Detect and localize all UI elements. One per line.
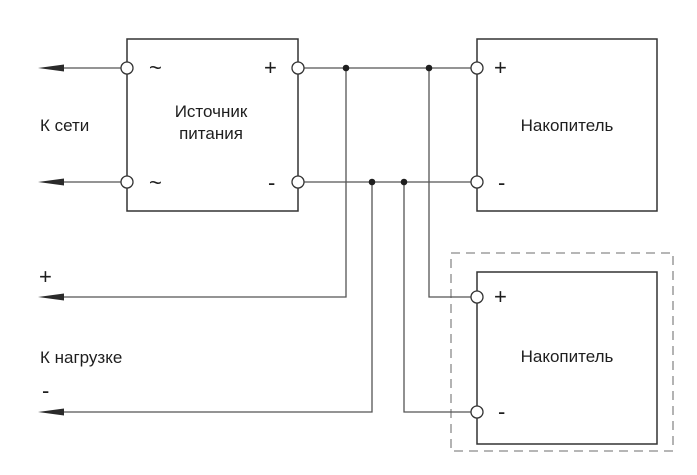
optional-storage-enclosure xyxy=(450,252,674,452)
supply-minus-sign: - xyxy=(268,170,275,195)
arrows xyxy=(38,64,64,416)
supply-ac-terminal-bottom-icon xyxy=(120,175,134,189)
junctions xyxy=(342,64,433,186)
load-label: К нагрузке xyxy=(40,348,122,367)
junction-dot-icon xyxy=(425,64,433,72)
storage-box-top xyxy=(476,38,658,212)
storage-title-bottom: Накопитель xyxy=(521,347,614,366)
supply-plus-sign: + xyxy=(264,55,277,80)
ac-tilde-bottom: ~ xyxy=(149,170,162,195)
load-negative-wire xyxy=(62,182,373,413)
wires xyxy=(62,67,471,413)
junction-dot-icon xyxy=(400,178,408,186)
supply-title-line2: питания xyxy=(179,124,243,143)
mains-bottom-arrow-icon xyxy=(38,178,64,186)
load-negative-arrow-icon xyxy=(38,408,64,416)
storage-title-top: Накопитель xyxy=(521,116,614,135)
load-positive-wire xyxy=(62,68,347,298)
junction-dot-icon xyxy=(342,64,350,72)
supply-plus-terminal-icon xyxy=(291,61,305,75)
storage-bottom-plus-terminal-icon xyxy=(470,290,484,304)
load-minus-sign: - xyxy=(42,378,49,403)
storage-bottom-negative-wire xyxy=(403,182,471,413)
storage-bottom-minus-sign: - xyxy=(498,399,505,424)
ac-tilde-top: ~ xyxy=(149,55,162,80)
supply-title-line1: Источник xyxy=(175,102,248,121)
storage-top-minus-terminal-icon xyxy=(470,175,484,189)
load-positive-arrow-icon xyxy=(38,293,64,301)
storage-box-bottom xyxy=(476,271,658,445)
storage-top-minus-sign: - xyxy=(498,170,505,195)
storage-bottom-plus-sign: + xyxy=(494,284,507,309)
supply-minus-terminal-icon xyxy=(291,175,305,189)
supply-ac-terminal-top-icon xyxy=(120,61,134,75)
storage-top-plus-sign: + xyxy=(494,55,507,80)
junction-dot-icon xyxy=(368,178,376,186)
storage-bottom-positive-wire xyxy=(428,68,471,298)
mains-label: К сети xyxy=(40,116,89,135)
storage-top-plus-terminal-icon xyxy=(470,61,484,75)
terminals xyxy=(120,61,484,419)
mains-top-arrow-icon xyxy=(38,64,64,72)
power-supply-box xyxy=(126,38,299,212)
storage-bottom-minus-terminal-icon xyxy=(470,405,484,419)
load-plus-sign: + xyxy=(39,264,52,289)
